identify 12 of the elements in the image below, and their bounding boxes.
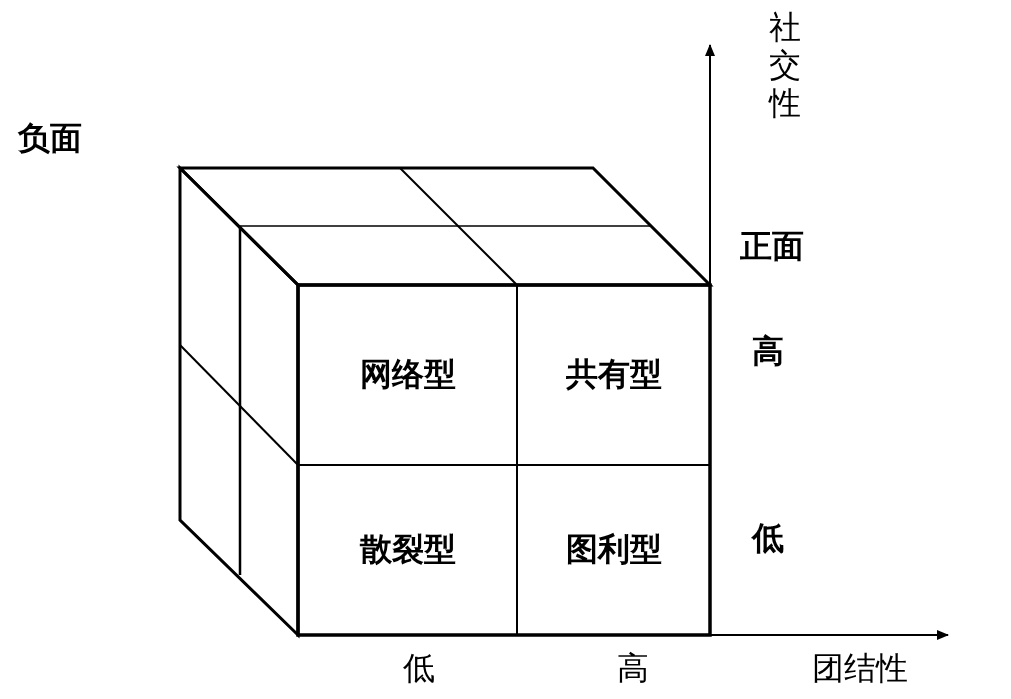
level-label: 低 xyxy=(752,520,784,556)
pole-label: 正面 xyxy=(740,228,804,264)
pole-label: 负面 xyxy=(18,120,82,156)
quadrant-cell: 散裂型 xyxy=(298,465,517,635)
level-label: 高 xyxy=(617,650,649,686)
quadrant-cell: 共有型 xyxy=(517,285,710,465)
level-label: 低 xyxy=(403,650,435,686)
quadrant-cell: 网络型 xyxy=(298,285,517,465)
level-label: 高 xyxy=(752,333,784,369)
axis-label: 团结性 xyxy=(812,650,908,686)
axis-label: 社交性 xyxy=(768,8,802,122)
quadrant-cell: 图利型 xyxy=(517,465,710,635)
